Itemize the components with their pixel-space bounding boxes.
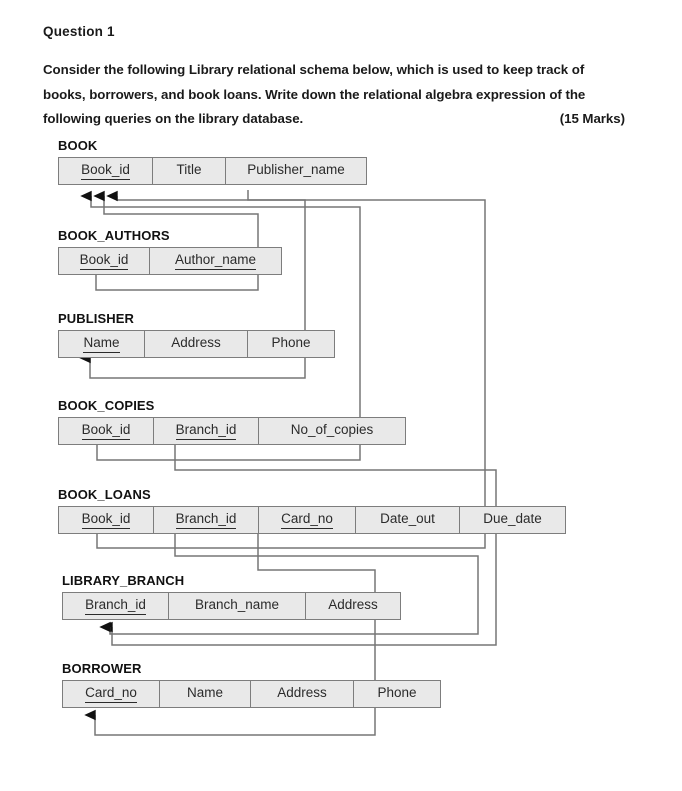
attribute-book-publisher_name: Publisher_name [247,162,345,177]
attribute-book_loans-card_no: Card_no [259,507,356,533]
attribute-book_loans-due_date: Due_date [483,511,542,526]
attribute-borrower-phone: Phone [377,685,417,700]
relation-book_copies: BOOK_COPIES Book_id Branch_id No_of_copi… [58,398,406,445]
attribute-library_branch-branch_id: Branch_id [63,593,169,619]
relation-name-book: BOOK [58,138,98,153]
question-body-text: Consider the following Library relationa… [43,62,586,126]
relation-name-borrower: BORROWER [62,661,142,676]
relation-publisher: PUBLISHER Name Address Phone [58,311,335,358]
attribute-publisher-name: Name [59,331,145,357]
relation-library_branch: LIBRARY_BRANCH Branch_id Branch_name Add… [62,573,401,620]
relation-name-book_copies: BOOK_COPIES [58,398,155,413]
attribute-borrower-card_no: Card_no [63,681,160,707]
relation-table-book_authors: Book_id Author_name [58,247,282,275]
relation-name-publisher: PUBLISHER [58,311,135,326]
attribute-book_loans-branch_id: Branch_id [154,507,259,533]
attribute-book_loans-book_id: Book_id [59,507,154,533]
attribute-book_copies-no_of_copies: No_of_copies [290,422,374,437]
question-body: Consider the following Library relationa… [43,58,625,132]
attribute-book-title: Title [153,158,226,184]
attribute-book_copies-book_id: Book_id [59,418,154,444]
relation-name-book_authors: BOOK_AUTHORS [58,228,170,243]
question-marks: (15 Marks) [559,111,625,126]
relation-table-book_loans: Book_id Branch_id Card_no Date_out Due_d… [58,506,566,534]
relation-book_authors: BOOK_AUTHORS Book_id Author_name [58,228,282,275]
attribute-book_authors-book_id: Book_id [59,248,150,274]
relation-book: BOOK Book_id Title Publisher_name [58,138,367,185]
attribute-publisher-phone: Phone [271,335,311,350]
relation-name-book_loans: BOOK_LOANS [58,487,151,502]
attribute-library_branch-address: Address [328,597,378,612]
relation-table-publisher: Name Address Phone [58,330,335,358]
attribute-book_copies-branch_id: Branch_id [154,418,259,444]
question-title: Question 1 [43,24,115,39]
attribute-book-book_id: Book_id [59,158,153,184]
attribute-publisher-address: Address [145,331,248,357]
relation-borrower: BORROWER Card_no Name Address Phone [62,661,441,708]
attribute-borrower-name: Name [160,681,251,707]
relation-table-borrower: Card_no Name Address Phone [62,680,441,708]
attribute-book_loans-date_out: Date_out [356,507,460,533]
relation-book_loans: BOOK_LOANS Book_id Branch_id Card_no Dat… [58,487,566,534]
relation-name-library_branch: LIBRARY_BRANCH [62,573,185,588]
relation-table-book_copies: Book_id Branch_id No_of_copies [58,417,406,445]
attribute-library_branch-branch_name: Branch_name [169,593,306,619]
attribute-book_authors-author_name: Author_name [150,248,281,274]
relation-table-library_branch: Branch_id Branch_name Address [62,592,401,620]
relation-table-book: Book_id Title Publisher_name [58,157,367,185]
attribute-borrower-address: Address [251,681,354,707]
